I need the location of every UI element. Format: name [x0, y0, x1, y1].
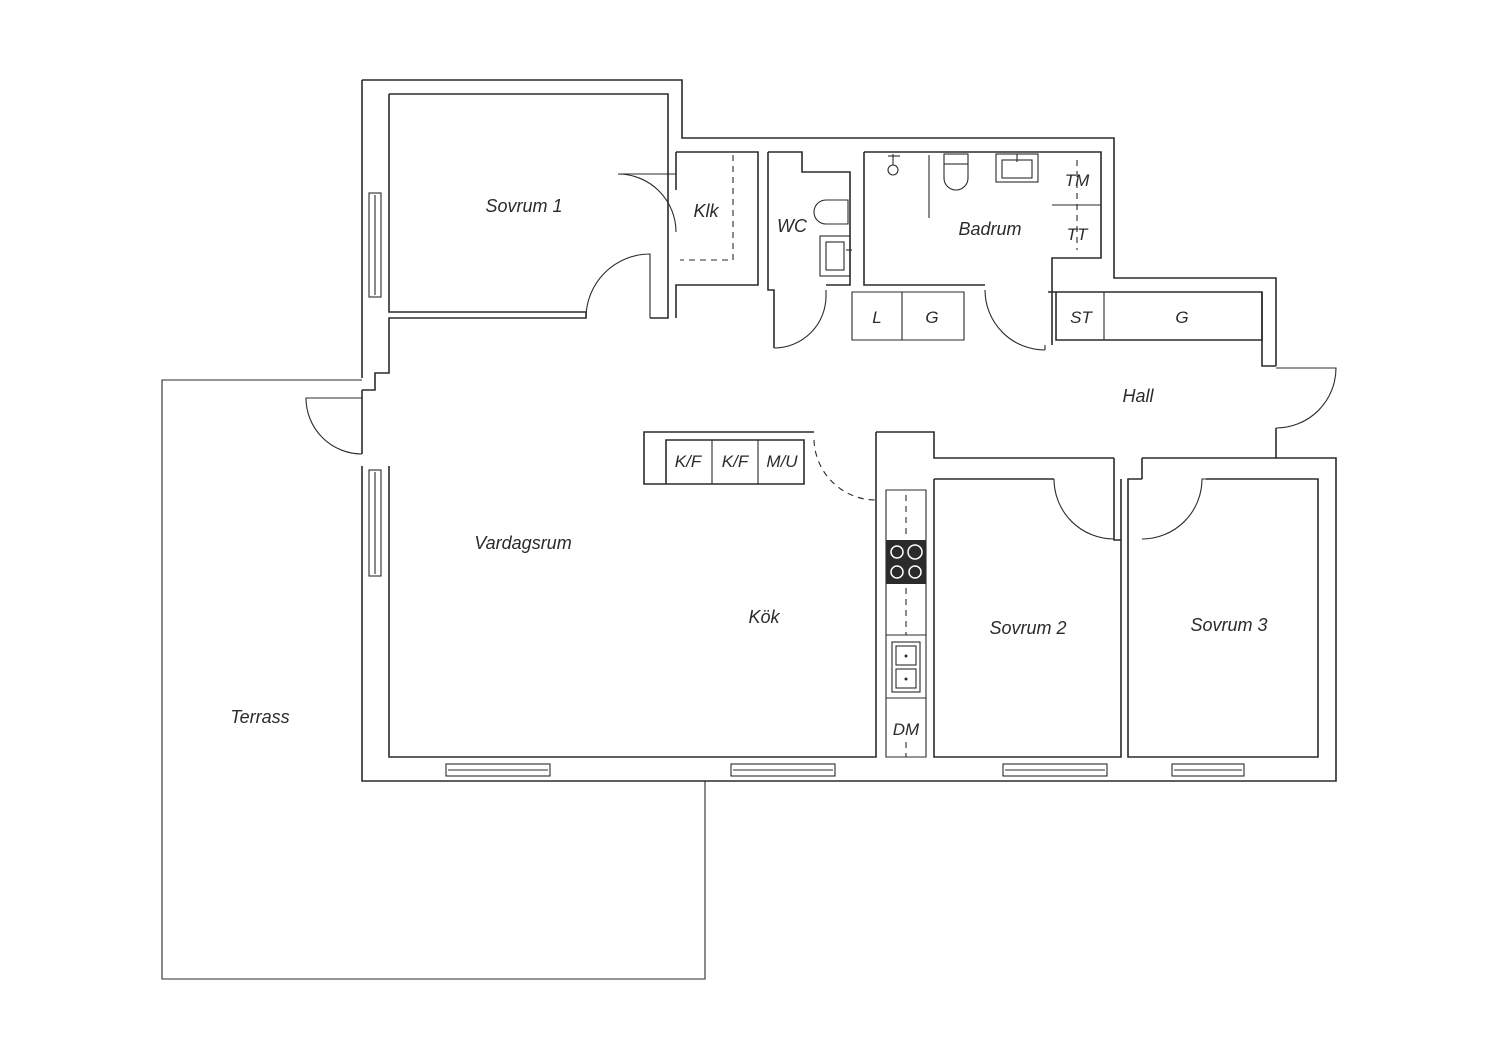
fixture-labels: TM TT L G ST G K/F K/F M/U DM: [675, 171, 1189, 739]
stove-icon: [886, 540, 926, 584]
fixture-label-g-1: G: [925, 308, 938, 327]
fixture-label-kf-1: K/F: [675, 452, 703, 471]
room-label-wc: WC: [777, 216, 808, 236]
room-label-hall: Hall: [1122, 386, 1154, 406]
room-label-terrass: Terrass: [230, 707, 289, 727]
shower-icon: [887, 154, 930, 218]
windows: [368, 192, 1245, 777]
outer-walls: [361, 79, 1337, 782]
fixture-label-mu: M/U: [766, 452, 798, 471]
kitchen-sink-icon: [891, 641, 921, 693]
room-label-sovrum-2: Sovrum 2: [989, 618, 1066, 638]
terrace: [161, 379, 706, 980]
room-label-sovrum-1: Sovrum 1: [485, 196, 562, 216]
room-label-sovrum-3: Sovrum 3: [1190, 615, 1267, 635]
room-label-badrum: Badrum: [958, 219, 1021, 239]
interior-walls: [388, 151, 1319, 758]
room-label-klk: Klk: [693, 201, 719, 221]
doors: [305, 173, 1337, 540]
room-labels: Sovrum 1 Klk WC Badrum Hall Vardagsrum K…: [230, 196, 1267, 727]
wc-toilet-icon: [813, 199, 849, 225]
fixture-label-tt: TT: [1067, 225, 1089, 244]
fixture-label-kf-2: K/F: [722, 452, 750, 471]
bathroom-toilet-icon: [943, 153, 969, 191]
fixture-label-tm: TM: [1065, 171, 1090, 190]
fixture-label-dm: DM: [893, 720, 920, 739]
bathroom-sink-icon: [995, 153, 1039, 183]
fixture-label-g-2: G: [1175, 308, 1188, 327]
room-label-kok: Kök: [748, 607, 780, 627]
room-label-vardagsrum: Vardagsrum: [474, 533, 571, 553]
fixture-label-st: ST: [1070, 308, 1093, 327]
fixture-label-l: L: [872, 308, 881, 327]
wc-sink-icon: [819, 235, 852, 277]
